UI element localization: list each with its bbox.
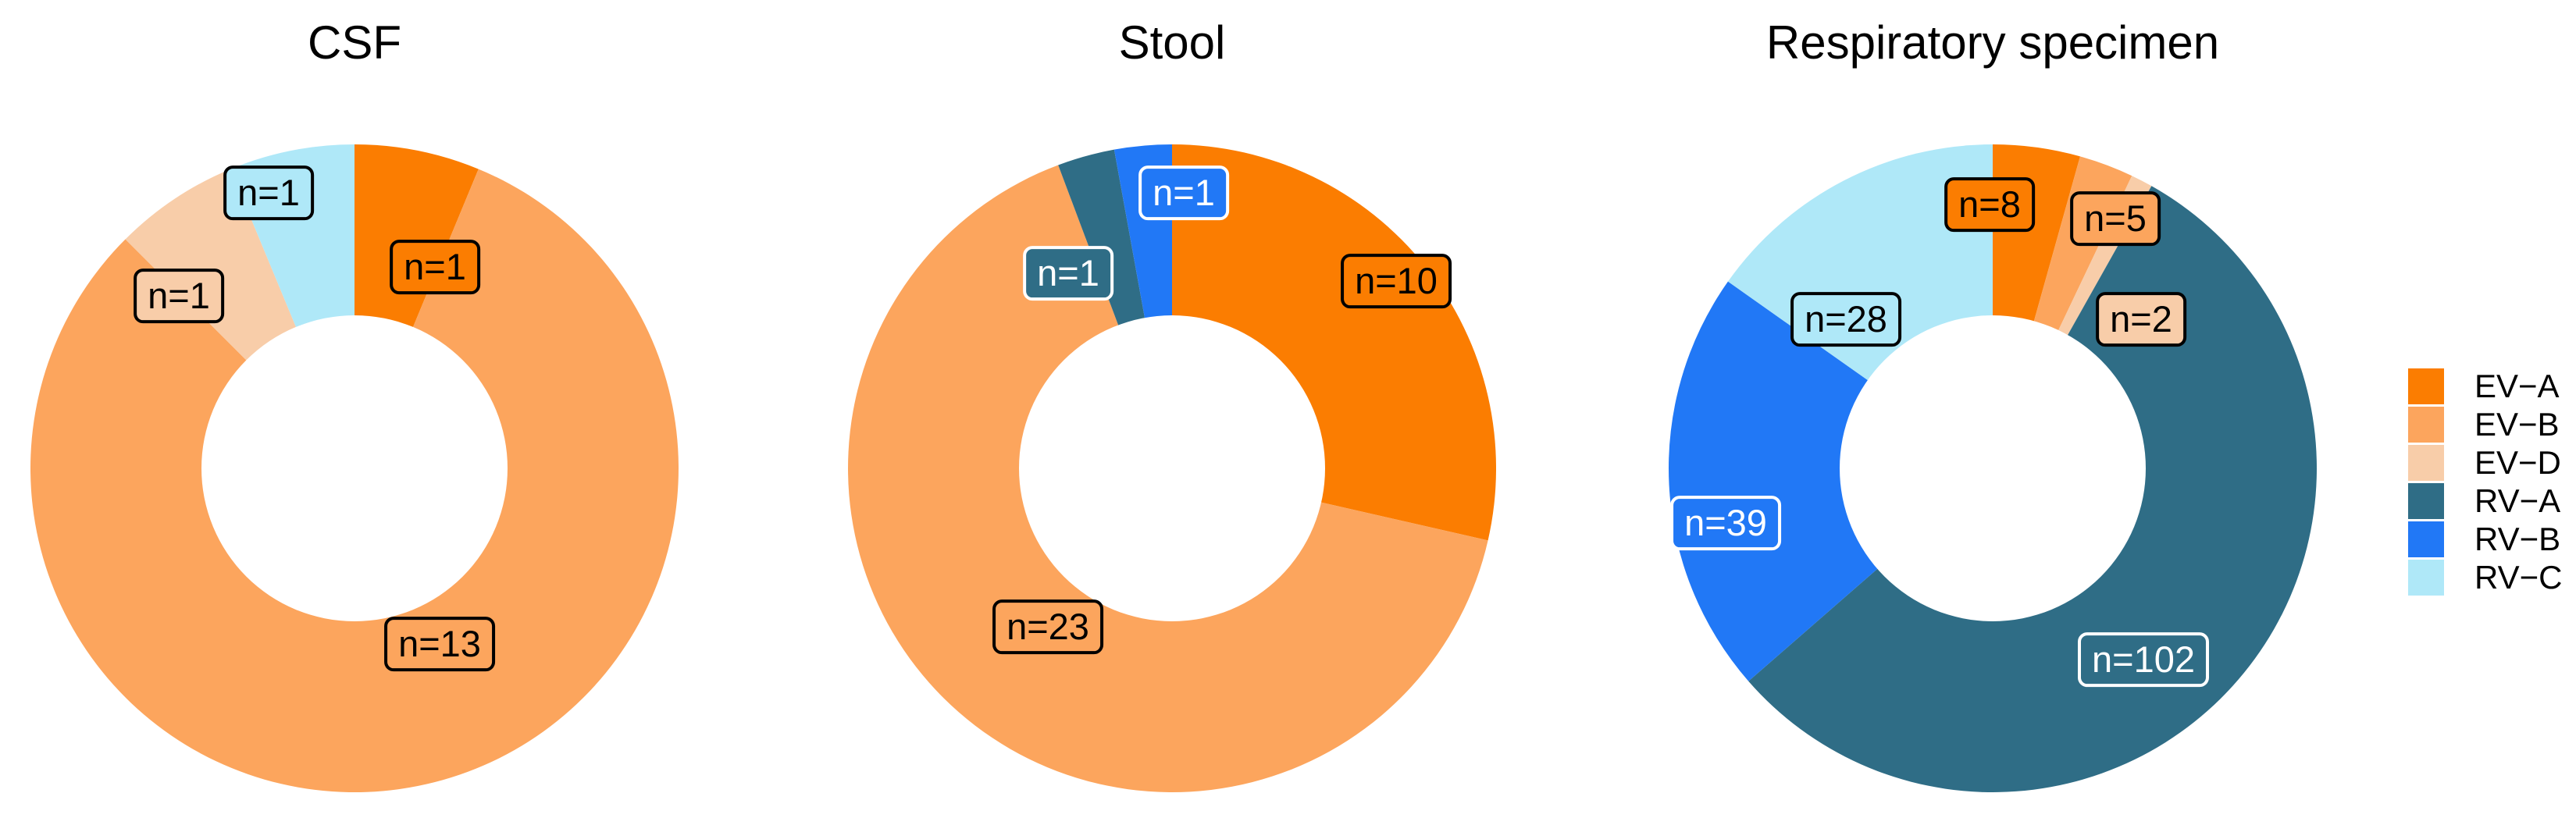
legend-row-EV−B: EV−B [2408, 406, 2562, 443]
donut-chart-respiratory-specimen [1669, 144, 2317, 792]
donut-slice-RV−B [1669, 281, 1993, 681]
donut-chart-csf [30, 144, 679, 792]
legend-row-EV−A: EV−A [2408, 368, 2562, 404]
slice-count-label-EV−B: n=13 [384, 617, 495, 671]
slice-count-label-EV−A: n=8 [1944, 177, 2035, 232]
legend-label: RV−C [2474, 559, 2563, 596]
chart-title-stool: Stool [1118, 16, 1226, 69]
legend-row-RV−C: RV−C [2408, 559, 2563, 596]
legend-swatch-EV−D [2408, 445, 2444, 481]
slice-count-label-EV−D: n=2 [2096, 292, 2186, 347]
slice-count-label-EV−D: n=1 [134, 269, 224, 323]
donut-hole [1019, 315, 1325, 621]
donut-chart-stool [848, 144, 1496, 792]
legend-row-EV−D: EV−D [2408, 444, 2562, 481]
slice-count-label-RV−A: n=1 [1023, 246, 1113, 301]
chart-title-respiratory-specimen: Respiratory specimen [1765, 16, 2220, 69]
legend-swatch-EV−B [2408, 407, 2444, 443]
slice-count-label-RV−C: n=28 [1790, 292, 1901, 347]
slice-count-label-RV−A: n=102 [2077, 632, 2210, 687]
legend-row-RV−A: RV−A [2408, 482, 2562, 519]
legend-row-RV−B: RV−B [2408, 521, 2562, 557]
slice-count-label-EV−B: n=5 [2070, 191, 2161, 246]
legend-label: EV−A [2474, 368, 2560, 404]
legend-swatch-EV−A [2408, 368, 2444, 404]
legend-label: EV−B [2474, 406, 2560, 443]
slice-count-label-RV−C: n=1 [223, 165, 314, 220]
donut-hole [201, 315, 508, 621]
legend-swatch-RV−A [2408, 483, 2444, 519]
slice-count-label-EV−A: n=1 [390, 240, 480, 294]
chart-title-csf: CSF [308, 16, 401, 69]
legend-swatch-RV−B [2408, 521, 2444, 557]
legend-label: RV−B [2474, 521, 2561, 557]
legend-swatch-RV−C [2408, 560, 2444, 596]
legend-label: RV−A [2474, 482, 2561, 519]
slice-count-label-EV−A: n=10 [1341, 254, 1452, 308]
donut-hole [1840, 315, 2146, 621]
slice-count-label-RV−B: n=39 [1670, 496, 1781, 550]
slice-count-label-EV−B: n=23 [992, 599, 1103, 654]
legend-label: EV−D [2474, 444, 2561, 481]
slice-count-label-RV−B: n=1 [1138, 165, 1229, 220]
